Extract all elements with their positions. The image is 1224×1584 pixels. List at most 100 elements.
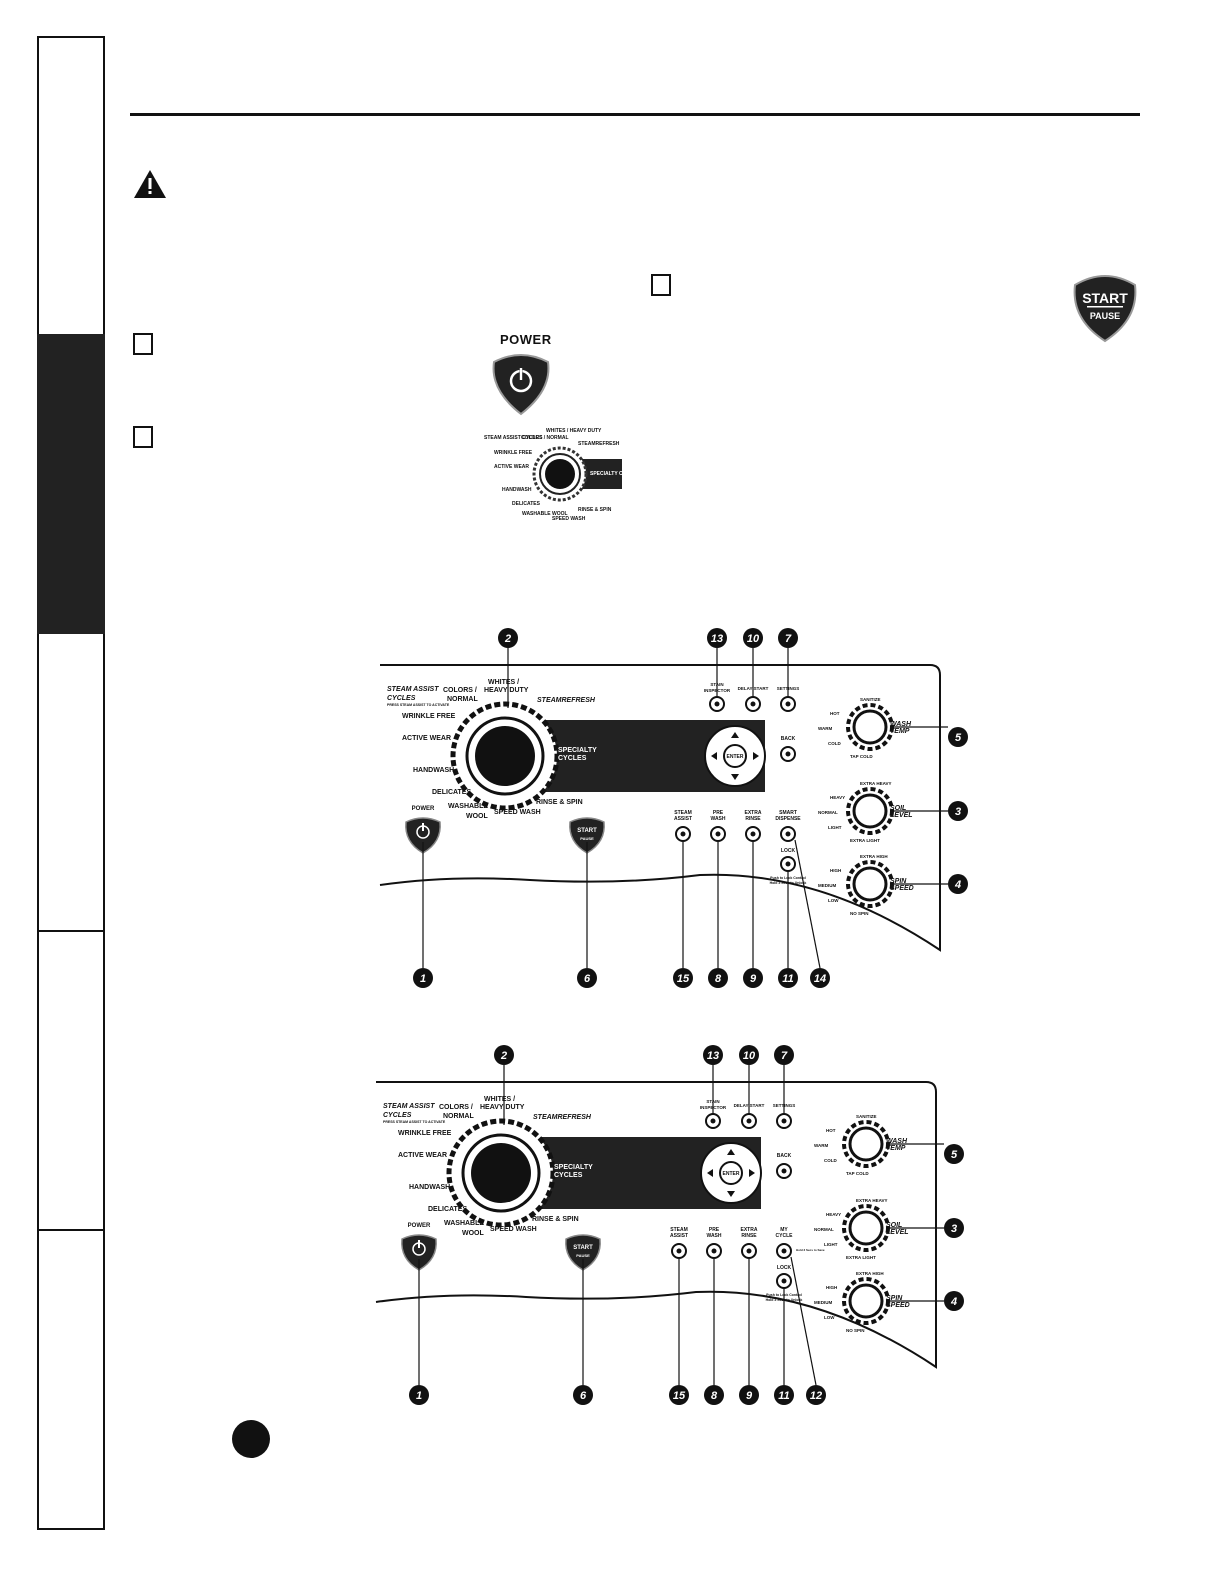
panel-power-label: POWER — [412, 806, 435, 812]
soil-level-extra-light-label: EXTRA LIGHT — [850, 838, 880, 843]
steam-assist-label-2: ASSIST — [670, 1233, 688, 1239]
callout-bottom-5: 11 — [782, 973, 793, 985]
callout-top-0-marker — [494, 1045, 514, 1065]
wrinkle-free-label: WRINKLE FREE — [402, 713, 456, 720]
soil-level-knob — [842, 1204, 890, 1252]
header-rule — [130, 113, 1140, 116]
start-label: START — [1082, 290, 1128, 306]
step-checkbox — [133, 333, 153, 355]
callout-bottom-0: 1 — [416, 1390, 422, 1402]
callout-top-0: 2 — [500, 1050, 507, 1062]
smart-dispense-label-1: SMART — [779, 810, 797, 816]
panel-pause-label: PAUSE — [576, 1253, 590, 1258]
callout-top-3: 7 — [785, 633, 792, 645]
soil-level-title-2: LEVEL — [886, 1229, 909, 1236]
callout-right-0: 5 — [955, 732, 962, 744]
lock-label: LOCK — [781, 848, 796, 854]
specialty-cycles-label: CYCLES — [554, 1172, 583, 1179]
wash-temp-title-1: WASH — [890, 721, 912, 728]
back-button — [780, 746, 796, 762]
lock-button — [780, 856, 796, 872]
callout-bottom-6-marker — [810, 968, 830, 988]
steam-assist-label-1: STEAM — [674, 810, 692, 816]
small-dial-wrinkle-free: WRINKLE FREE — [494, 450, 533, 456]
callout-top-2: 10 — [747, 633, 760, 645]
callout-bottom-6: 12 — [810, 1390, 822, 1402]
small-dial-active-wear: ACTIVE WEAR — [494, 464, 529, 470]
whites-label: WHITES / — [488, 679, 519, 686]
small-dial-rinse-spin: RINSE & SPIN — [578, 507, 612, 513]
back-label: BACK — [781, 736, 796, 742]
callout-bottom-5: 11 — [778, 1390, 789, 1402]
handwash-label: HANDWASH — [409, 1184, 450, 1191]
callout-bottom-0-marker — [413, 968, 433, 988]
spin-speed-high-label: HIGH — [830, 868, 841, 873]
wash-temp-title-2: TEMP — [890, 728, 910, 735]
speed-wash-label: SPEED WASH — [494, 809, 541, 816]
tab-divider — [37, 930, 105, 932]
callout-bottom-2-marker — [673, 968, 693, 988]
soil-level-title-2: LEVEL — [890, 812, 913, 819]
spin-speed-title-1: SPIN — [886, 1295, 903, 1302]
callout-bottom-4-marker — [743, 968, 763, 988]
pre-wash-label-2: WASH — [707, 1233, 722, 1239]
extra-rinse-label-1: EXTRA — [741, 1227, 758, 1233]
wash-temp-warm-label: WARM — [818, 726, 832, 731]
soil-level-extra-light-label: EXTRA LIGHT — [846, 1255, 876, 1260]
wash-temp-cold-label: COLD — [828, 741, 841, 746]
settings-button — [776, 1113, 792, 1129]
specialty-label: SPECIALTY — [554, 1164, 593, 1171]
soil-level-title-1: SOIL — [886, 1222, 902, 1229]
lock-label: LOCK — [777, 1265, 792, 1271]
stain-inspector-button — [709, 696, 725, 712]
pre-wash-label-1: PRE — [709, 1227, 720, 1233]
wool-label: WOOL — [466, 813, 488, 820]
wash-temp-title-1: WASH — [886, 1138, 908, 1145]
callout-right-2-marker — [948, 874, 968, 894]
pre-wash-label-2: WASH — [711, 816, 726, 822]
callout-bottom-1: 6 — [584, 973, 591, 985]
wash-temp-hot-label: HOT — [830, 711, 840, 716]
spin-speed-high-label: HIGH — [826, 1285, 837, 1290]
callout-right-1: 3 — [951, 1223, 957, 1235]
smart-dispense-label-2: DISPENSE — [775, 816, 801, 822]
callout-top-0: 2 — [504, 633, 511, 645]
wash-temp-warm-label: WARM — [814, 1143, 828, 1148]
delay-start-button — [745, 696, 761, 712]
callout-right-2: 4 — [950, 1296, 957, 1308]
spin-speed-no-spin-label: NO SPIN — [846, 1328, 865, 1333]
callout-top-3-marker — [774, 1045, 794, 1065]
my-cycle-button — [776, 1243, 792, 1259]
spin-speed-no-spin-label: NO SPIN — [850, 911, 869, 916]
callout-bottom-4: 9 — [746, 1390, 753, 1402]
rinse-spin-label: RINSE & SPIN — [532, 1216, 579, 1223]
panel-pause-label: PAUSE — [580, 836, 594, 841]
soil-level-knob — [846, 787, 894, 835]
spin-speed-knob — [842, 1277, 890, 1325]
delay-start-button — [741, 1113, 757, 1129]
callout-right-0: 5 — [951, 1149, 958, 1161]
callout-bottom-0: 1 — [420, 973, 426, 985]
callout-top-0-marker — [498, 628, 518, 648]
power-button-illustration — [492, 354, 550, 416]
my-cycle-label-1: MY — [780, 1227, 788, 1233]
panel-start-label: START — [577, 828, 597, 834]
colors-label: COLORS / — [443, 687, 477, 694]
specialty-cycles-label: CYCLES — [558, 755, 587, 762]
section-tab-bar — [37, 36, 105, 1530]
callout-right-1: 3 — [955, 806, 961, 818]
soil-level-extra-heavy-label: EXTRA HEAVY — [860, 781, 892, 786]
callout-bottom-6: 14 — [814, 973, 826, 985]
active-section-tab — [37, 334, 105, 634]
steam-assist-label-1: STEAM — [670, 1227, 688, 1233]
small-dial-handwash: HANDWASH — [502, 487, 532, 493]
extra-rinse-button — [741, 1243, 757, 1259]
callout-bottom-4-marker — [739, 1385, 759, 1405]
my-cycle-label-2: CYCLE — [776, 1233, 794, 1239]
enter-label: ENTER — [723, 1171, 740, 1177]
wash-temp-tap-cold-label: TAP COLD — [850, 754, 873, 759]
steam-assist-button — [675, 826, 691, 842]
callout-bottom-3-marker — [704, 1385, 724, 1405]
callout-top-3: 7 — [781, 1050, 788, 1062]
